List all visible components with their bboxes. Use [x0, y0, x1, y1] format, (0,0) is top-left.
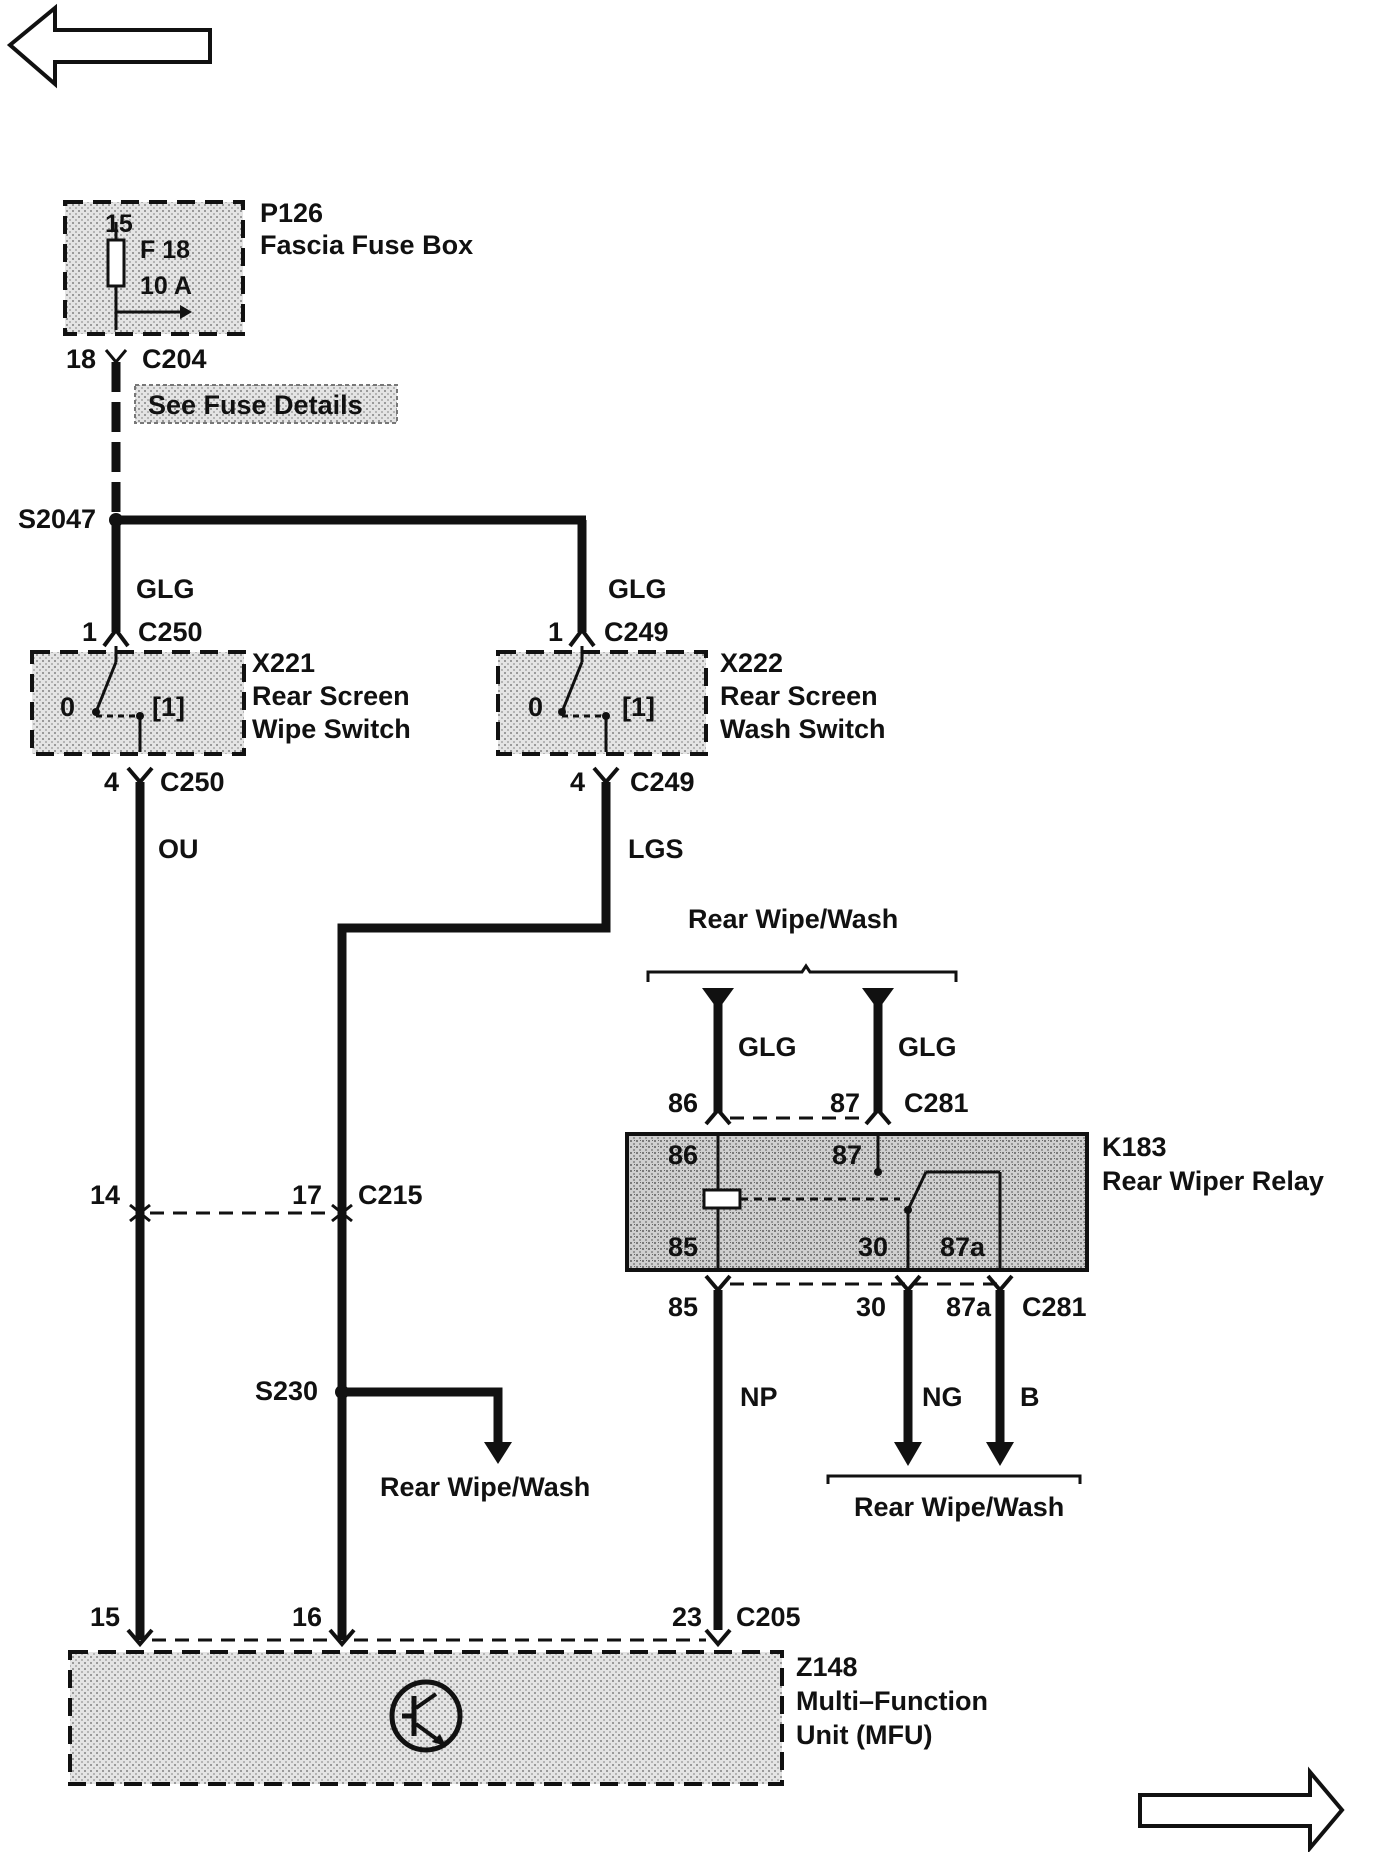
wash-switch-pos0: 0: [528, 692, 543, 722]
relay-output-pin87a: 87a: [946, 1292, 992, 1322]
rear-wipe-wash-bottom-label: Rear Wipe/Wash: [854, 1492, 1064, 1522]
forward-arrow-icon[interactable]: [1138, 1766, 1345, 1852]
c215-connector: C215: [358, 1180, 423, 1210]
mfu-connector-id: C205: [736, 1602, 801, 1632]
mfu-name-2: Unit (MFU): [796, 1720, 932, 1750]
relay-input-wire-a: GLG: [738, 1032, 797, 1062]
fuse-icon: [106, 238, 126, 288]
relay-pin87: 87: [832, 1140, 862, 1170]
relay-pin30: 30: [858, 1232, 888, 1262]
mfu-module-icon: [389, 1679, 463, 1753]
relay-input-connector: C281: [904, 1088, 969, 1118]
wipe-switch-out-connector: C250: [160, 767, 225, 797]
mfu-pin15: 15: [90, 1602, 120, 1632]
relay-output-pin30: 30: [856, 1292, 886, 1322]
relay-input-pin-b: 87: [830, 1088, 860, 1118]
fuse-connector-id: C204: [142, 344, 207, 374]
wire-glg-2-label: GLG: [608, 574, 667, 604]
relay-pin85: 85: [668, 1232, 698, 1262]
c215-pin-left: 14: [90, 1180, 120, 1210]
wire-glg-1-label: GLG: [136, 574, 195, 604]
see-fuse-details-label: See Fuse Details: [148, 390, 363, 420]
wire-ng-label: NG: [922, 1382, 963, 1412]
wash-switch-name-2: Wash Switch: [720, 714, 886, 744]
wash-switch-box: [496, 650, 708, 756]
relay-input-wire-b: GLG: [898, 1032, 957, 1062]
wipe-switch-out-pin: 4: [104, 767, 119, 797]
splice-s230-label: S230: [255, 1376, 318, 1406]
wash-switch-pos1: [1]: [622, 692, 655, 722]
wipe-switch-pos0: 0: [60, 692, 75, 722]
rear-wipe-wash-mid-label: Rear Wipe/Wash: [380, 1472, 590, 1502]
c215-pin-right: 17: [292, 1180, 322, 1210]
relay-coil-icon: [702, 1188, 742, 1210]
mfu-pin16: 16: [292, 1602, 322, 1632]
wipe-switch-box: [30, 650, 246, 756]
mfu-pin23: 23: [672, 1602, 702, 1632]
mfu-box: [68, 1650, 784, 1786]
fuse-box-id: P126: [260, 198, 323, 228]
relay-pin87a: 87a: [940, 1232, 986, 1262]
wipe-switch-in-pin: 1: [82, 617, 97, 647]
wash-switch-id: X222: [720, 648, 783, 678]
splice-s2047-label: S2047: [18, 504, 96, 534]
relay-pin86: 86: [668, 1140, 698, 1170]
wipe-switch-in-connector: C250: [138, 617, 203, 647]
mfu-name-1: Multi–Function: [796, 1686, 988, 1716]
wash-switch-in-connector: C249: [604, 617, 669, 647]
wire-np-label: NP: [740, 1382, 778, 1412]
wash-switch-in-pin: 1: [548, 617, 563, 647]
wipe-switch-name-1: Rear Screen: [252, 681, 410, 711]
rear-wipe-wash-top-label: Rear Wipe/Wash: [688, 904, 898, 934]
relay-input-pin-a: 86: [668, 1088, 698, 1118]
fuse-number-label: F 18: [140, 236, 190, 264]
relay-output-pin85: 85: [668, 1292, 698, 1322]
fuse-box-name: Fascia Fuse Box: [260, 230, 473, 260]
wire-lgs-label: LGS: [628, 834, 684, 864]
wash-switch-out-pin: 4: [570, 767, 585, 797]
relay-output-connector: C281: [1022, 1292, 1087, 1322]
fuse-connector-pin: 18: [66, 344, 96, 374]
wipe-switch-name-2: Wipe Switch: [252, 714, 411, 744]
fuse-pin-label: 15: [105, 210, 133, 238]
see-fuse-details-button[interactable]: [134, 384, 398, 424]
fuse-rating-label: 10 A: [140, 272, 192, 300]
wipe-switch-pos1: [1]: [152, 692, 185, 722]
relay-name: Rear Wiper Relay: [1102, 1166, 1324, 1196]
back-arrow-icon[interactable]: [6, 3, 212, 89]
wash-switch-name-1: Rear Screen: [720, 681, 878, 711]
fuse-box: [63, 200, 245, 336]
wire-ou-label: OU: [158, 834, 199, 864]
wash-switch-out-connector: C249: [630, 767, 695, 797]
relay-id: K183: [1102, 1132, 1167, 1162]
mfu-id: Z148: [796, 1652, 858, 1682]
wipe-switch-id: X221: [252, 648, 315, 678]
wire-b-label: B: [1020, 1382, 1040, 1412]
